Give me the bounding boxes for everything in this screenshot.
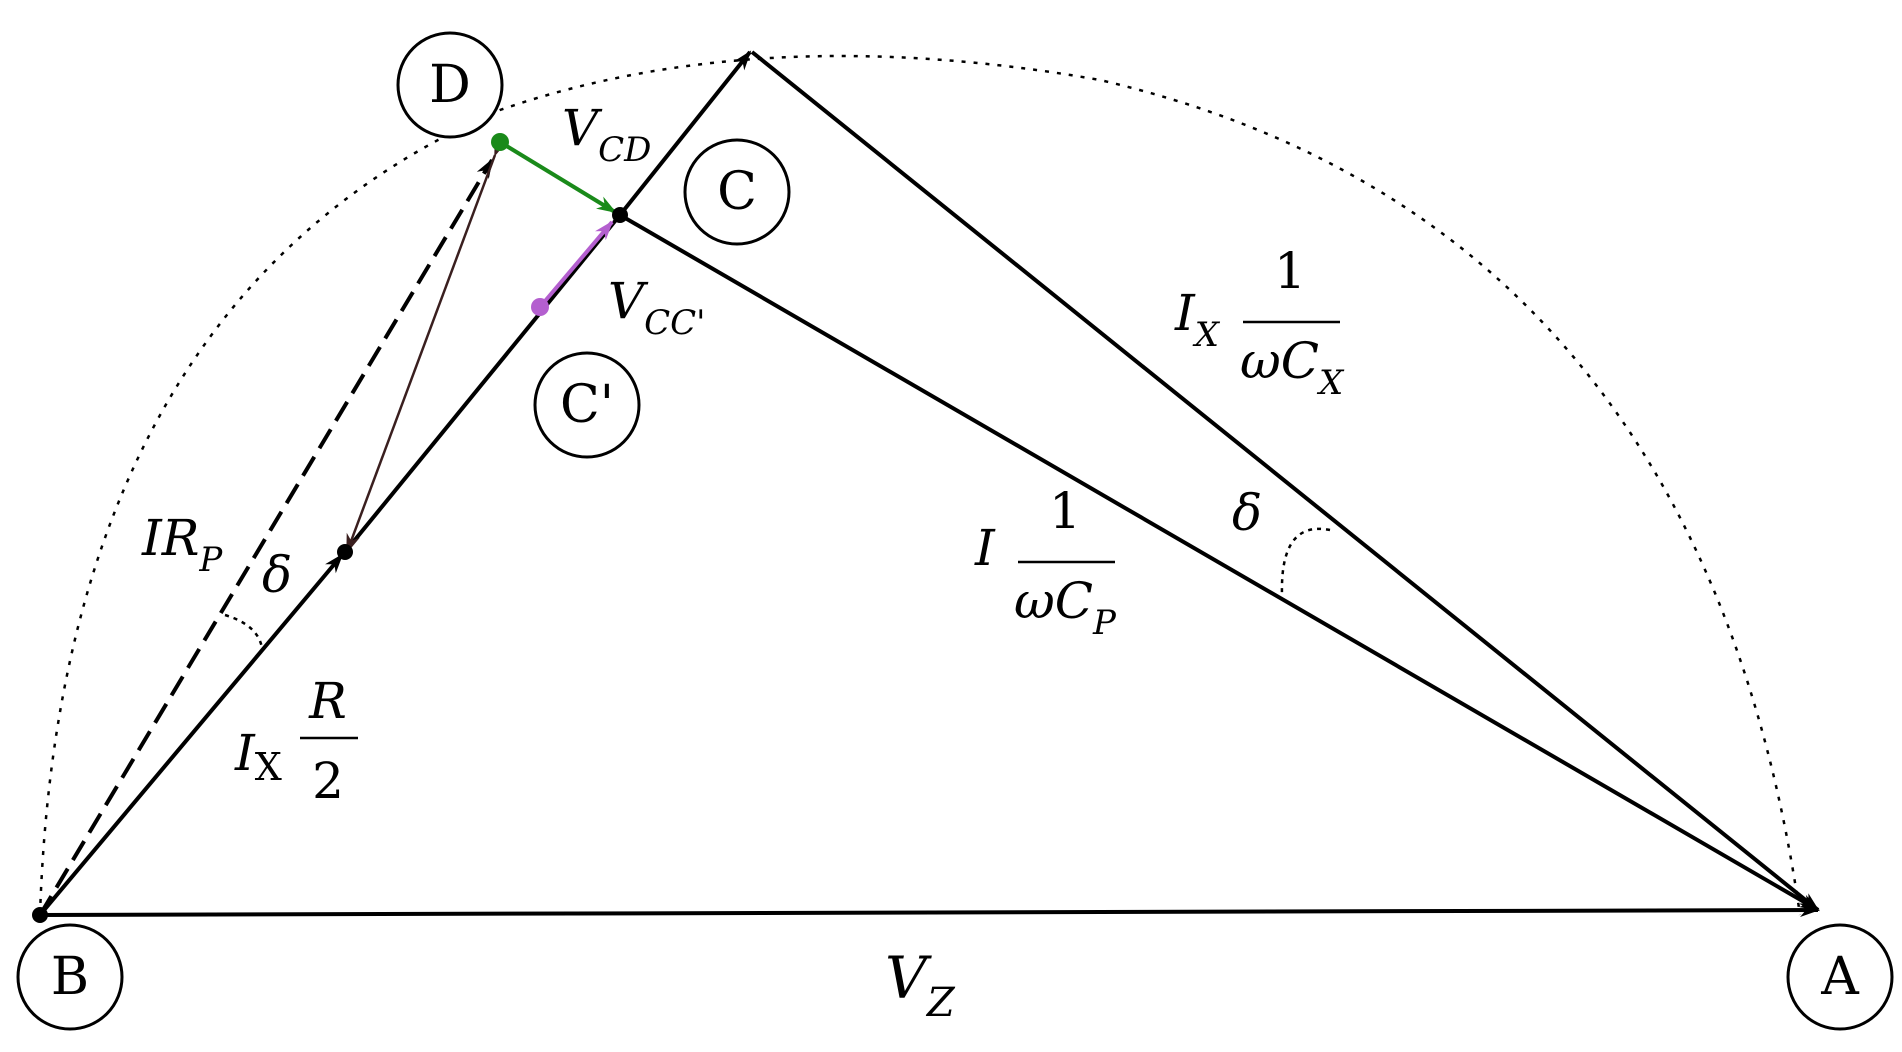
label-delta-right: δ — [1232, 484, 1262, 542]
node-d: D — [396, 31, 504, 139]
point-d — [491, 133, 509, 151]
svg-text:I: I — [974, 519, 996, 577]
point-c — [612, 207, 628, 223]
label-delta-left: δ — [262, 546, 292, 604]
point-b — [32, 907, 48, 923]
svg-text:C': C' — [560, 375, 614, 435]
svg-text:R: R — [308, 672, 347, 730]
dotted-arc — [38, 54, 1802, 916]
svg-text:ωCP: ωCP — [1014, 572, 1117, 643]
svg-text:C: C — [717, 162, 757, 222]
svg-text:ωCX: ωCX — [1240, 332, 1345, 403]
svg-text:B: B — [51, 947, 89, 1007]
svg-text:1: 1 — [1274, 242, 1306, 300]
node-a: A — [1786, 923, 1894, 1031]
ix-cx-vector — [750, 50, 1820, 912]
irp-vector — [38, 158, 494, 917]
c-to-top-vector — [618, 50, 752, 217]
point-c-prime — [531, 298, 549, 316]
node-c: C — [683, 138, 791, 246]
label-ix-r2: IX R 2 — [234, 672, 358, 810]
svg-text:2: 2 — [312, 752, 344, 810]
ix-r2-vector — [38, 553, 344, 917]
node-c-prime: C' — [533, 351, 641, 459]
delta-arc-left — [224, 613, 264, 649]
d-to-bc-arrow — [345, 135, 508, 554]
vcd-vector — [498, 140, 617, 214]
label-vz: VZ — [885, 944, 956, 1026]
svg-text:A: A — [1820, 947, 1860, 1007]
delta-arc-right — [1280, 527, 1331, 596]
label-i-cp: I 1 ωCP — [974, 482, 1117, 643]
vcc-vector — [538, 220, 614, 309]
label-vcc: VCC' — [608, 272, 706, 343]
svg-text:1: 1 — [1049, 482, 1081, 540]
label-vcd: VCD — [562, 99, 651, 170]
svg-text:IX: IX — [1174, 284, 1221, 355]
svg-text:IX: IX — [234, 724, 282, 789]
point-mid — [337, 544, 353, 560]
svg-text:D: D — [429, 55, 471, 115]
label-irp: IRP — [141, 509, 223, 580]
i-cp-vector — [618, 213, 1820, 912]
node-b: B — [16, 923, 124, 1031]
vz-vector — [39, 903, 1820, 918]
label-ix-cx: IX 1 ωCX — [1174, 242, 1345, 403]
